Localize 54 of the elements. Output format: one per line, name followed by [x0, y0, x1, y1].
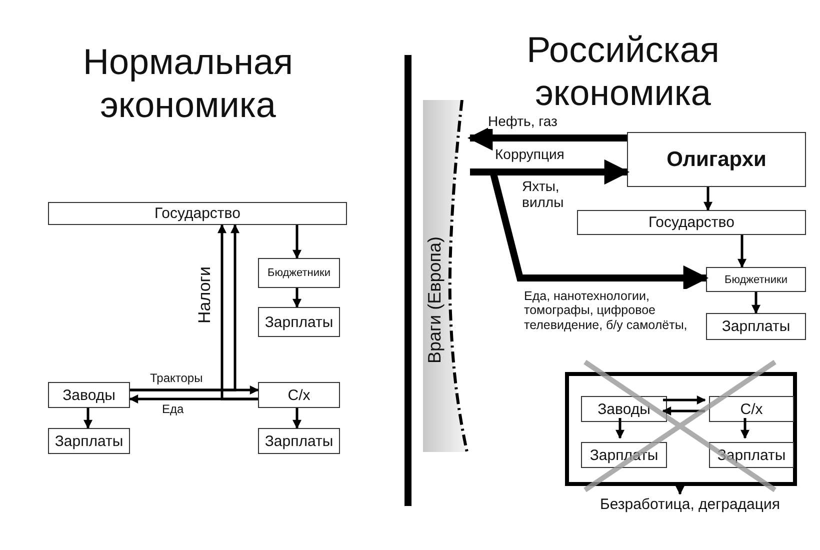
arrow: [676, 486, 684, 495]
edge-label: Нефть, газ: [488, 113, 558, 130]
node-label: Зарплаты: [590, 446, 658, 464]
process-box: [577, 210, 806, 235]
node-label: Зарплаты: [722, 318, 790, 335]
process-box: [48, 428, 130, 454]
process-box: [581, 442, 667, 468]
node-label: Враги (Европа): [424, 236, 446, 364]
arrow: [616, 418, 624, 439]
arrow: [467, 125, 627, 151]
node-label: Зарплаты: [717, 446, 786, 464]
arrow: [740, 418, 750, 439]
node-label: Бюджетники: [724, 274, 788, 286]
process-box: [706, 267, 806, 292]
node-label: Заводы: [62, 386, 116, 404]
node-label: Зарплаты: [264, 432, 334, 450]
arrow: [84, 408, 92, 429]
node-label: Зарплаты: [54, 432, 124, 450]
edge-label: Тракторы: [150, 372, 203, 386]
shaded-band: [423, 100, 470, 452]
process-box: [709, 396, 794, 422]
node-label: С/х: [288, 386, 310, 404]
process-box: [258, 307, 340, 337]
process-box: [258, 382, 340, 408]
process-box: [709, 442, 794, 468]
node-label: Государство: [648, 214, 734, 231]
process-box: [706, 313, 806, 340]
node-label: Бюджетники: [268, 267, 330, 279]
node-label: Олигархи: [666, 148, 766, 172]
process-box: [258, 258, 340, 288]
process-box: [48, 382, 130, 408]
arrow: [738, 235, 746, 268]
process-box: [258, 428, 340, 454]
node-label: Государство: [154, 205, 240, 222]
arrow: [292, 408, 302, 429]
arrow: [752, 292, 760, 314]
process-box: [627, 132, 806, 187]
node-label: Зарплаты: [264, 314, 334, 330]
arrow: [292, 288, 302, 308]
heading: Российская экономика: [526, 28, 720, 114]
arrow: [663, 396, 706, 404]
heading: Нормальная экономика: [82, 40, 294, 126]
node-label: Заводы: [598, 400, 650, 418]
arrow: [704, 187, 712, 211]
outcome-text: Безработица, деградация: [575, 494, 805, 514]
arrow: [292, 225, 302, 259]
process-box: [581, 396, 667, 422]
arrow: [130, 224, 240, 392]
arrow: [218, 224, 258, 400]
group-box: [565, 372, 797, 486]
process-box: [48, 202, 347, 225]
edge-label: Коррупция: [495, 146, 564, 162]
node-label: С/х: [740, 400, 763, 418]
edge-label: Еда: [162, 403, 184, 417]
